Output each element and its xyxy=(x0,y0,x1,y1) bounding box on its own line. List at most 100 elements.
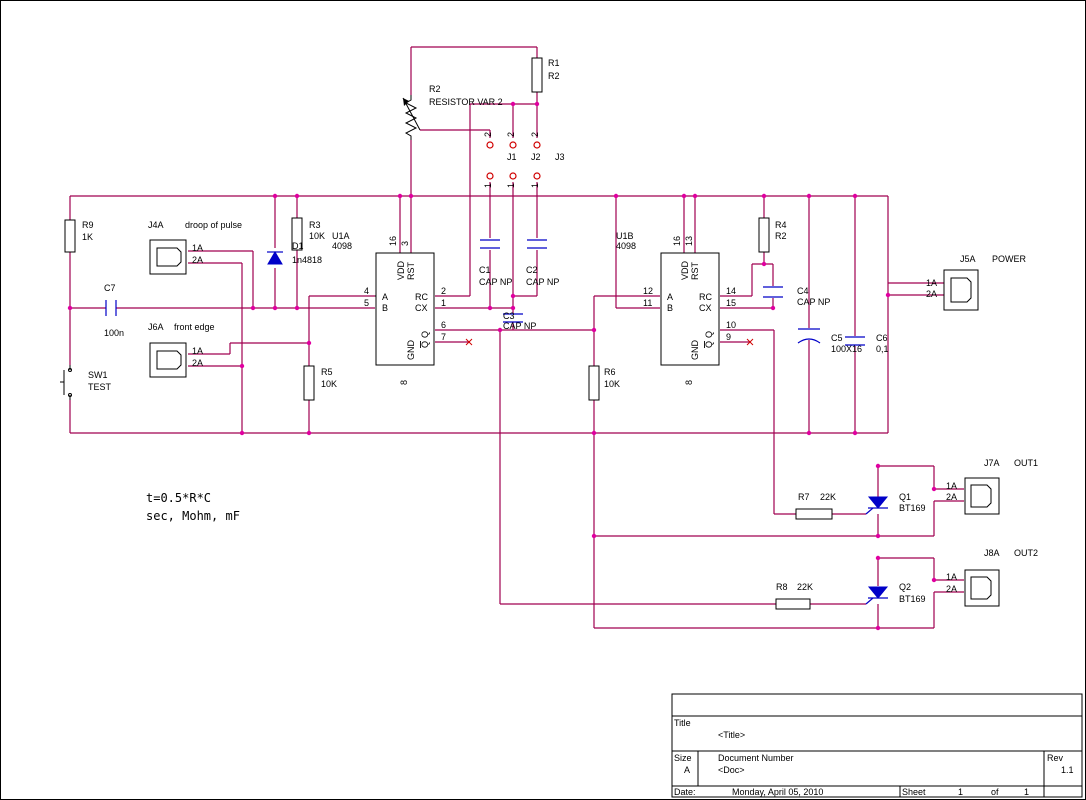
label-c6-value: 0,1 xyxy=(876,344,889,354)
svg-text:RST: RST xyxy=(406,261,416,280)
svg-text:VDD: VDD xyxy=(396,260,406,280)
label-j8a-desc: OUT2 xyxy=(1014,548,1038,558)
jumper-j1-pin1[interactable] xyxy=(486,172,494,180)
label-r8-ref: R8 xyxy=(776,582,788,592)
label-u1b-value: 4098 xyxy=(616,241,636,251)
label-d1-ref: D1 xyxy=(292,241,304,251)
svg-text:RC: RC xyxy=(415,292,428,302)
svg-text:16: 16 xyxy=(672,236,682,246)
capacitor-c6 xyxy=(845,336,865,346)
label-q2-ref: Q2 xyxy=(899,582,911,592)
size-label: Size xyxy=(674,753,692,763)
capacitor-c1 xyxy=(480,239,500,249)
svg-text:8: 8 xyxy=(399,380,409,385)
label-j6a-ref: J6A xyxy=(148,322,164,332)
ic-u1a xyxy=(375,252,435,366)
resistor-r9 xyxy=(64,219,76,253)
label-j5a-pin2: 2A xyxy=(926,289,937,299)
svg-text:2: 2 xyxy=(483,132,493,137)
formula-line-1: t=0.5*R*C xyxy=(146,491,211,505)
svg-text:GND: GND xyxy=(406,340,416,361)
thyristor-q2 xyxy=(865,586,889,605)
u1a-pin-labels: 16 3 VDD RST 4 5 A B RC CX 2 1 6 7 GND Q… xyxy=(364,236,446,385)
label-r1-value: R2 xyxy=(548,71,560,81)
rev-value: 1.1 xyxy=(1061,765,1074,775)
docnum-label: Document Number xyxy=(718,753,794,763)
ic-u1b xyxy=(660,252,720,366)
jumper-j2-pin2[interactable] xyxy=(509,141,517,149)
label-j1-ref: J1 xyxy=(507,152,517,162)
svg-text:RC: RC xyxy=(699,292,712,302)
capacitor-c3 xyxy=(503,313,523,323)
date-value: Monday, April 05, 2010 xyxy=(732,787,823,797)
component-bodies xyxy=(60,57,1000,610)
label-u1a-ref: U1A xyxy=(332,231,350,241)
label-r5-ref: R5 xyxy=(321,367,333,377)
label-r9-value: 1K xyxy=(82,232,93,242)
u1b-pin-labels: 16 13 VDD RST 12 11 A B RC CX 14 15 10 9… xyxy=(643,236,736,385)
jumper-pins xyxy=(486,141,541,180)
label-j7a-ref: J7A xyxy=(984,458,1000,468)
label-j3-ref: J3 xyxy=(555,152,565,162)
svg-text:RST: RST xyxy=(690,261,700,280)
jumper-j3-pin1[interactable] xyxy=(533,172,541,180)
svg-text:B: B xyxy=(382,303,388,313)
of-label: of xyxy=(991,787,999,797)
label-d1-value: 1n4818 xyxy=(292,255,322,265)
capacitor-c2 xyxy=(527,239,547,249)
label-j4a-desc: droop of pulse xyxy=(185,220,242,230)
capacitor-c4 xyxy=(763,286,783,298)
jumper-j2-pin1[interactable] xyxy=(509,172,517,180)
svg-text:A: A xyxy=(667,292,673,302)
label-c4-ref: C4 xyxy=(797,286,809,296)
label-r9-ref: R9 xyxy=(82,220,94,230)
label-j7a-pin2: 2A xyxy=(946,492,957,502)
label-j6a-pin1: 1A xyxy=(192,346,203,356)
no-connect-marks xyxy=(465,338,754,346)
label-j2-ref: J2 xyxy=(531,152,541,162)
label-j4a-ref: J4A xyxy=(148,220,164,230)
svg-text:7: 7 xyxy=(441,332,446,342)
label-r2-ref: R2 xyxy=(429,84,441,94)
label-q2-value: BT169 xyxy=(899,594,926,604)
svg-text:2: 2 xyxy=(530,132,540,137)
resistor-r6 xyxy=(588,365,600,401)
resistor-r5 xyxy=(303,365,315,401)
label-c6-ref: C6 xyxy=(876,333,888,343)
svg-text:Q: Q xyxy=(420,341,430,348)
label-r4-value: R2 xyxy=(775,231,787,241)
svg-text:16: 16 xyxy=(388,236,398,246)
label-j5a-desc: POWER xyxy=(992,254,1027,264)
thyristor-q1 xyxy=(865,496,889,515)
connector-j7a xyxy=(964,477,1000,515)
label-j5a-ref: J5A xyxy=(960,254,976,264)
jumper-j3-pin2[interactable] xyxy=(533,141,541,149)
svg-text:VDD: VDD xyxy=(680,260,690,280)
capacitor-c7 xyxy=(105,300,117,316)
rev-label: Rev xyxy=(1047,753,1064,763)
jumper-j1-pin2[interactable] xyxy=(486,141,494,149)
label-r3-ref: R3 xyxy=(309,220,321,230)
svg-text:CX: CX xyxy=(415,303,428,313)
svg-text:Q: Q xyxy=(704,331,714,338)
svg-text:3: 3 xyxy=(400,241,410,246)
label-j5a-pin1: 1A xyxy=(926,278,937,288)
label-r6-ref: R6 xyxy=(604,367,616,377)
label-c2-value: CAP NP xyxy=(526,277,559,287)
label-c1-value: CAP NP xyxy=(479,277,512,287)
svg-text:2: 2 xyxy=(441,286,446,296)
connector-j5a xyxy=(943,269,979,311)
label-sw1-value: TEST xyxy=(88,382,112,392)
svg-text:12: 12 xyxy=(643,286,653,296)
resistor-r1 xyxy=(531,57,543,93)
resistor-var-r2 xyxy=(402,95,421,140)
svg-text:A: A xyxy=(382,292,388,302)
svg-text:1: 1 xyxy=(483,183,493,188)
label-c1-ref: C1 xyxy=(479,265,491,275)
diode-d1 xyxy=(267,251,283,265)
svg-text:11: 11 xyxy=(643,298,652,308)
label-r6-value: 10K xyxy=(604,379,620,389)
svg-text:13: 13 xyxy=(684,236,694,246)
